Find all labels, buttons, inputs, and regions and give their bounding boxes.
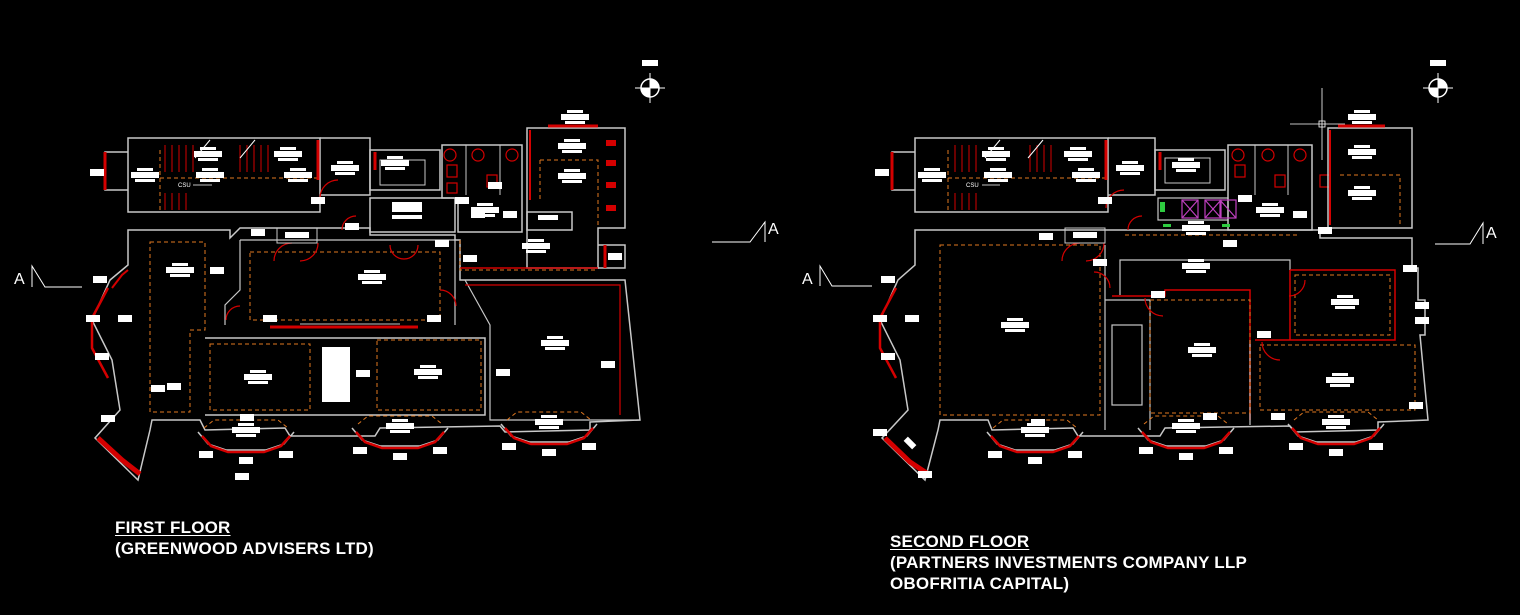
svg-text:A: A (1486, 225, 1497, 242)
north-arrow-icon (1422, 59, 1454, 104)
svg-text:A: A (768, 221, 779, 238)
second-floor-caption: SECOND FLOOR (PARTNERS INVESTMENTS COMPA… (890, 531, 1247, 594)
svg-text:A: A (14, 271, 25, 288)
first-floor-title: FIRST FLOOR (115, 518, 231, 537)
section-marker-icon: A (802, 264, 872, 288)
second-floor-title: SECOND FLOOR (890, 532, 1030, 551)
svg-text:A: A (802, 271, 813, 288)
section-marker-icon: A (1435, 221, 1497, 245)
second-floor-tenant-line-2: OBOFRITIA CAPITAL) (890, 574, 1070, 593)
first-floor-tenant: (GREENWOOD ADVISERS LTD) (115, 539, 374, 558)
section-marker-icon: A (712, 220, 779, 243)
svg-text:CSU: CSU (966, 183, 979, 189)
svg-text:CSU: CSU (178, 183, 191, 189)
second-floor-tenant-line-1: (PARTNERS INVESTMENTS COMPANY LLP (890, 553, 1248, 572)
first-floor-caption: FIRST FLOOR (GREENWOOD ADVISERS LTD) (115, 517, 374, 559)
north-arrow-icon (634, 59, 666, 104)
first-floor-plan: A A CSU (14, 59, 779, 482)
section-marker-icon: A (14, 264, 82, 288)
second-floor-plan: A A CSU (802, 59, 1497, 482)
